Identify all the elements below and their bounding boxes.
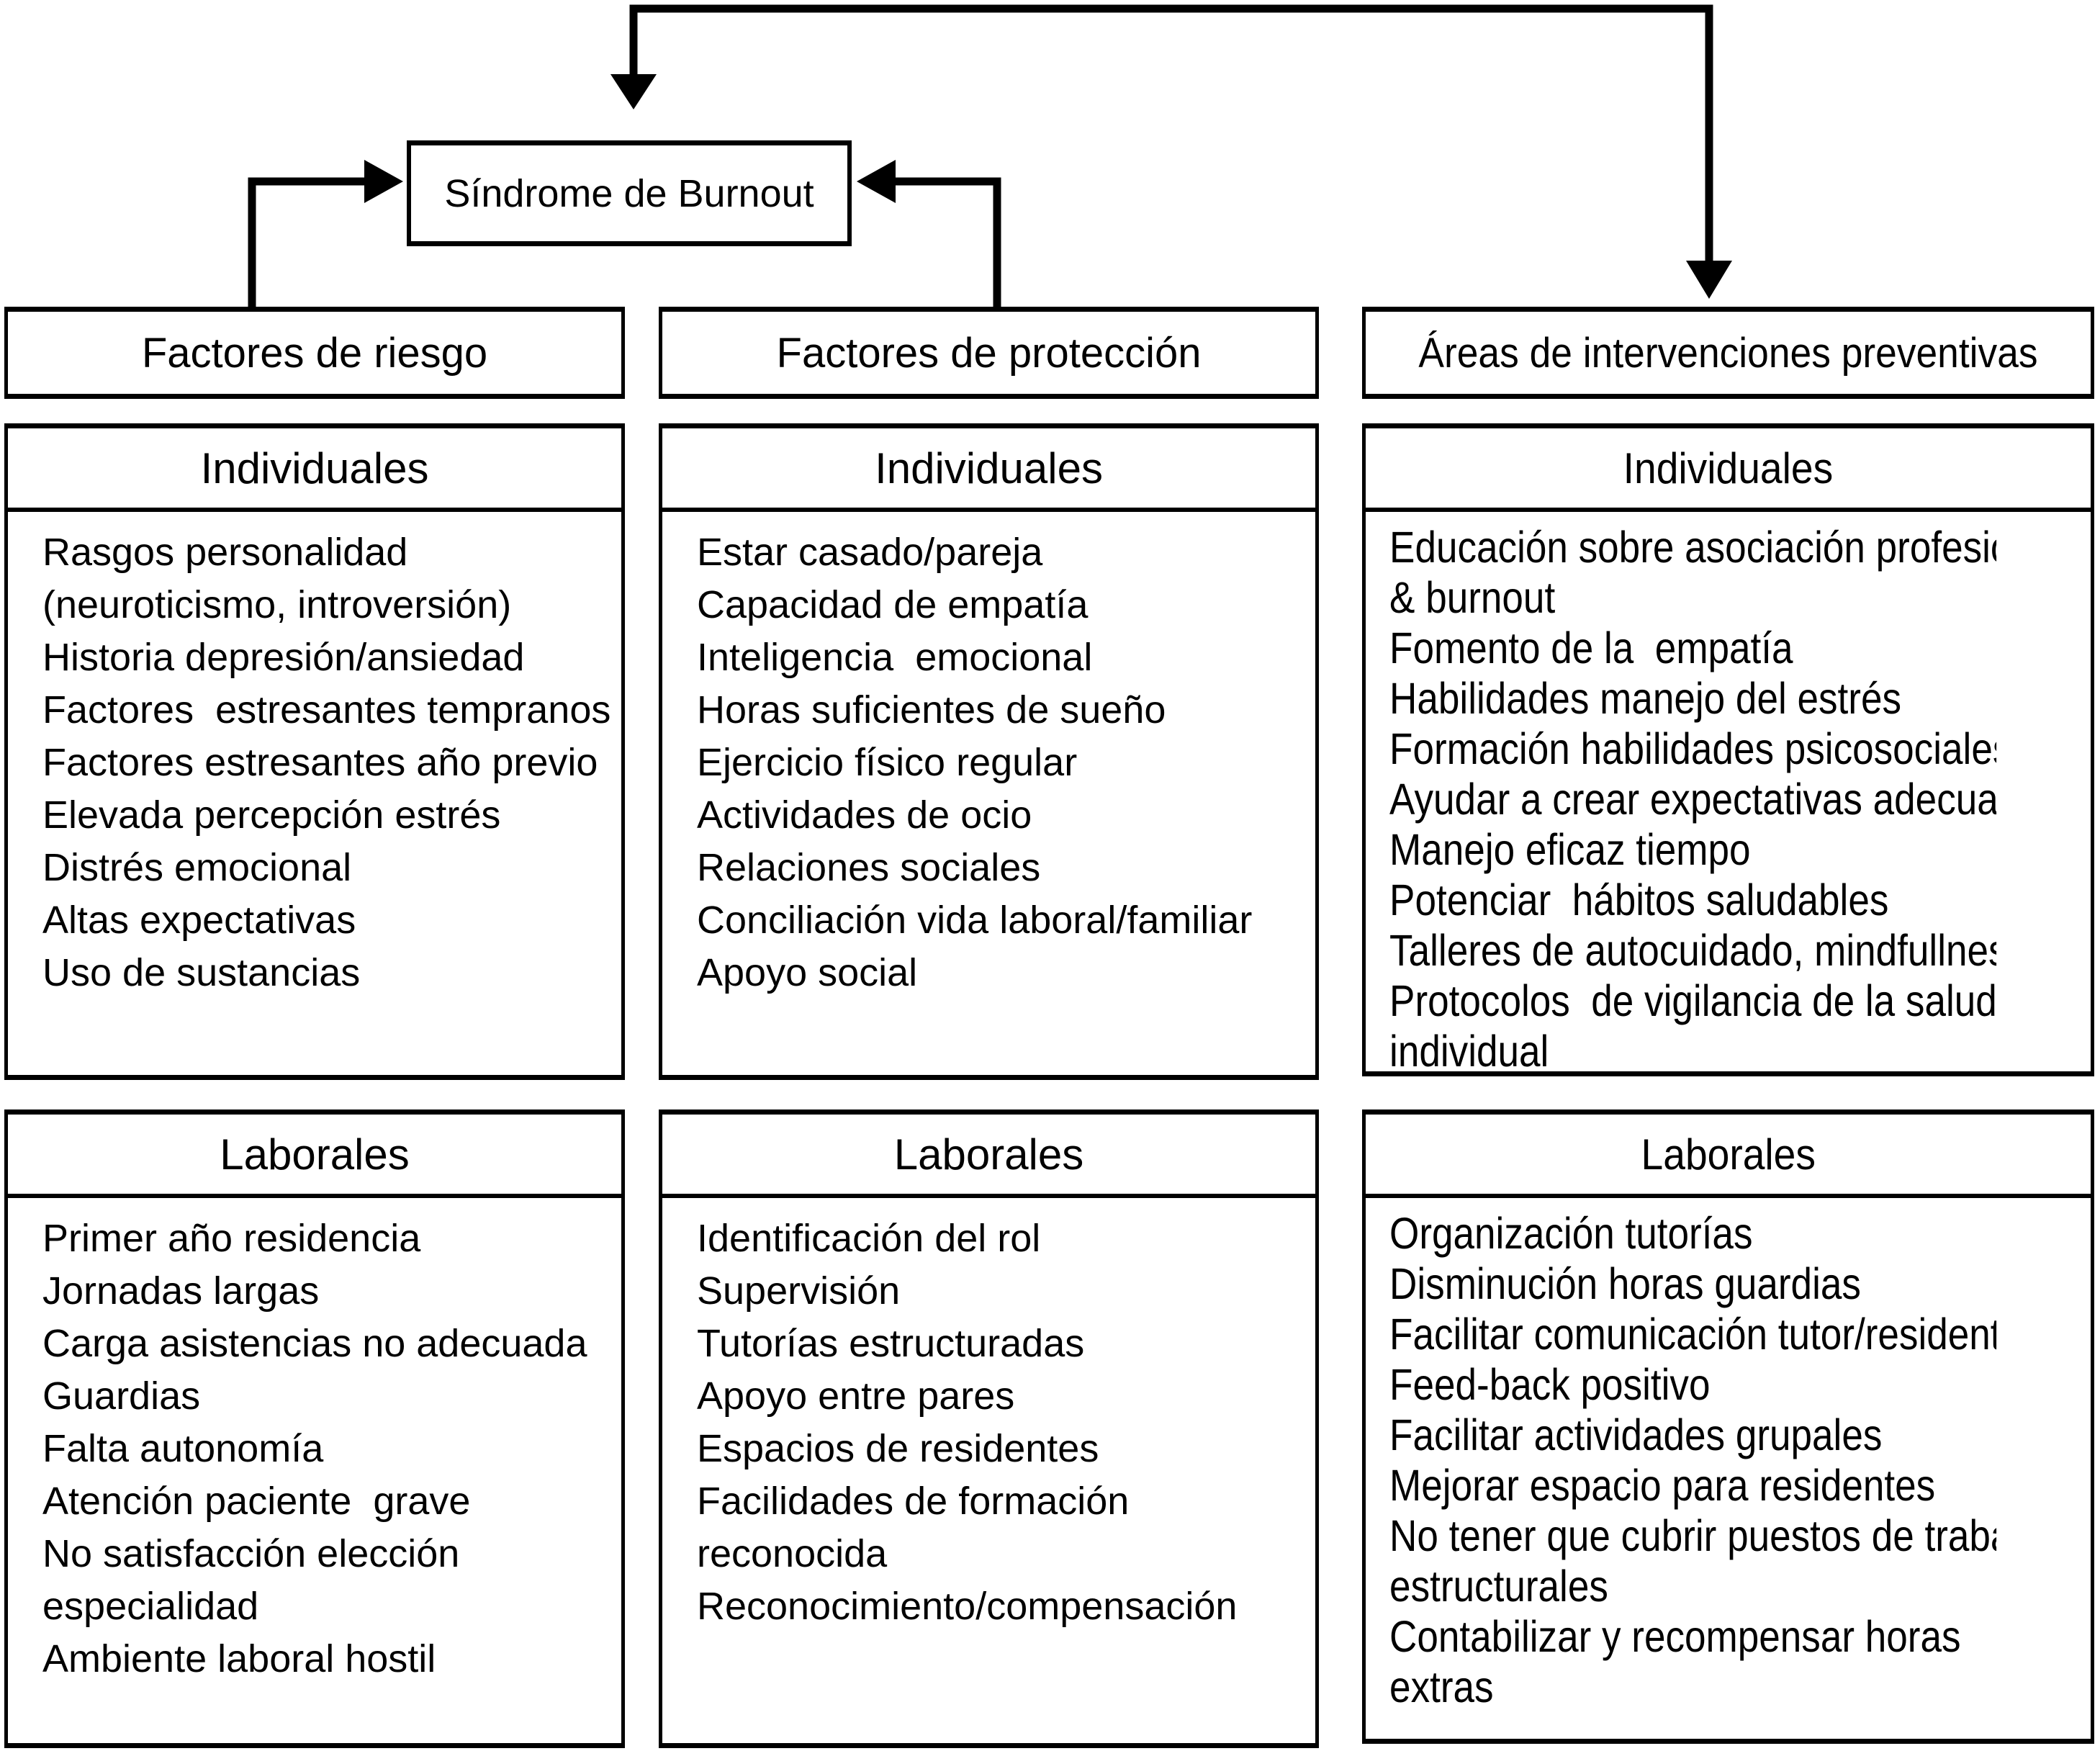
header-label: Factores de protección: [776, 329, 1202, 377]
list-item: Potenciar hábitos saludables: [1389, 876, 1889, 924]
list-item: Ayudar a crear expectativas adecuadas: [1389, 775, 1997, 824]
header-label: Factores de riesgo: [141, 329, 488, 377]
section-title-label: Individuales: [875, 444, 1103, 492]
list-item: reconocida: [697, 1532, 888, 1575]
list-item: Atención paciente grave: [42, 1480, 471, 1523]
section-title: Individuales: [1366, 428, 2091, 512]
list-item: Reconocimiento/compensación: [697, 1585, 1238, 1628]
header-label: Áreas de intervenciones preventivas: [1418, 329, 2038, 377]
list-item: extras: [1389, 1662, 1494, 1711]
section-title: Laborales: [662, 1115, 1315, 1198]
list-item: Formación habilidades psicosociales: [1389, 724, 1997, 773]
list-item: especialidad: [42, 1585, 259, 1628]
list-item: Facilitar comunicación tutor/residente: [1389, 1310, 1997, 1359]
arrowhead-left-into-burnout-icon: [857, 160, 896, 203]
list-item: estructurales: [1389, 1562, 1608, 1611]
header-factores-de-proteccion: Factores de protección: [659, 307, 1319, 399]
proteccion-to-burnout-connector-line: [894, 177, 1001, 307]
list-item: Organización tutorías: [1389, 1209, 1753, 1258]
list-item: Manejo eficaz tiempo: [1389, 825, 1751, 874]
section-title: Laborales: [1366, 1115, 2091, 1198]
section-title: Individuales: [662, 428, 1315, 512]
list-item: Disminución horas guardias: [1389, 1259, 1861, 1308]
list-item: Fomento de la empatía: [1389, 624, 1793, 672]
list-item: Altas expectativas: [42, 899, 356, 942]
list-item: Capacidad de empatía: [697, 583, 1089, 626]
section-item-list: Rasgos personalidad (neuroticismo, introv…: [8, 512, 621, 1075]
list-item: Facilidades de formación: [697, 1480, 1130, 1523]
list-item: & burnout: [1389, 573, 1556, 622]
list-item: Guardias: [42, 1374, 201, 1418]
areas-individuales-box: Individuales Educación sobre asociación …: [1362, 423, 2094, 1076]
section-title-label: Laborales: [893, 1130, 1084, 1179]
list-item: No satisfacción elección: [42, 1532, 460, 1575]
list-item: Estar casado/pareja: [697, 531, 1043, 574]
list-item: Identificación del rol: [697, 1217, 1041, 1260]
list-item: (neuroticismo, introversión): [42, 583, 512, 626]
list-item: Historia depresión/ansiedad: [42, 636, 525, 679]
list-item: Elevada percepción estrés: [42, 793, 501, 837]
list-item: Factores estresantes tempranos: [42, 688, 611, 732]
list-item: Ejercicio físico regular: [697, 741, 1078, 784]
section-title: Laborales: [8, 1115, 621, 1198]
list-item: Conciliación vida laboral/familiar: [697, 899, 1253, 942]
riesgo-individuales-box: Individuales Rasgos personalidad (neuroti…: [4, 423, 625, 1080]
list-item: Distrés emocional: [42, 846, 352, 889]
list-item: Feed-back positivo: [1389, 1360, 1711, 1409]
list-item: Uso de sustancias: [42, 951, 361, 994]
section-title-label: Individuales: [200, 444, 429, 492]
list-item: individual: [1389, 1027, 1549, 1071]
list-item: Factores estresantes año previo: [42, 741, 598, 784]
list-item: Talleres de autocuidado, mindfullnes: [1389, 926, 1997, 975]
list-item: Rasgos personalidad: [42, 531, 408, 574]
list-item: Relaciones sociales: [697, 846, 1041, 889]
section-title: Individuales: [8, 428, 621, 512]
list-item: Contabilizar y recompensar horas: [1389, 1612, 1961, 1661]
list-item: Protocolos de vigilancia de la salud: [1389, 976, 1997, 1025]
list-item: Primer año residencia: [42, 1217, 421, 1260]
header-factores-de-riesgo: Factores de riesgo: [4, 307, 625, 399]
arrowhead-down-to-areas-icon: [1686, 261, 1732, 299]
top-loop-connector-line: [629, 4, 1713, 265]
list-item: Ambiente laboral hostil: [42, 1637, 436, 1680]
section-title-label: Laborales: [220, 1130, 410, 1179]
list-item: Apoyo social: [697, 951, 918, 994]
burnout-node-label: Síndrome de Burnout: [444, 171, 814, 215]
list-item: Espacios de residentes: [697, 1427, 1099, 1470]
riesgo-to-burnout-connector-line: [248, 177, 366, 307]
burnout-node: Síndrome de Burnout: [407, 140, 852, 246]
list-item: Mejorar espacio para residentes: [1389, 1461, 1936, 1510]
list-item: Actividades de ocio: [697, 793, 1032, 837]
list-item: Facilitar actividades grupales: [1389, 1410, 1883, 1459]
header-areas-intervenciones: Áreas de intervenciones preventivas: [1362, 307, 2094, 399]
arrowhead-down-to-burnout-icon: [610, 74, 657, 109]
list-item: Habilidades manejo del estrés: [1389, 674, 1902, 723]
list-item: Supervisión: [697, 1269, 901, 1313]
list-item: Falta autonomía: [42, 1427, 324, 1470]
list-item: No tener que cubrir puestos de trabajo: [1389, 1511, 1997, 1560]
arrowhead-right-into-burnout-icon: [364, 160, 403, 203]
list-item: Jornadas largas: [42, 1269, 320, 1313]
list-item: Horas suficientes de sueño: [697, 688, 1166, 732]
list-item: Tutorías estructuradas: [697, 1322, 1085, 1365]
list-item: Inteligencia emocional: [697, 636, 1093, 679]
list-item: Carga asistencias no adecuada: [42, 1322, 587, 1365]
section-title-label: Laborales: [1641, 1130, 1816, 1179]
list-item: Educación sobre asociación profesión: [1389, 523, 1997, 572]
section-title-label: Individuales: [1623, 444, 1834, 492]
list-item: Apoyo entre pares: [697, 1374, 1015, 1418]
section-item-list: Educación sobre asociación profesión& bu…: [1366, 512, 1996, 1071]
